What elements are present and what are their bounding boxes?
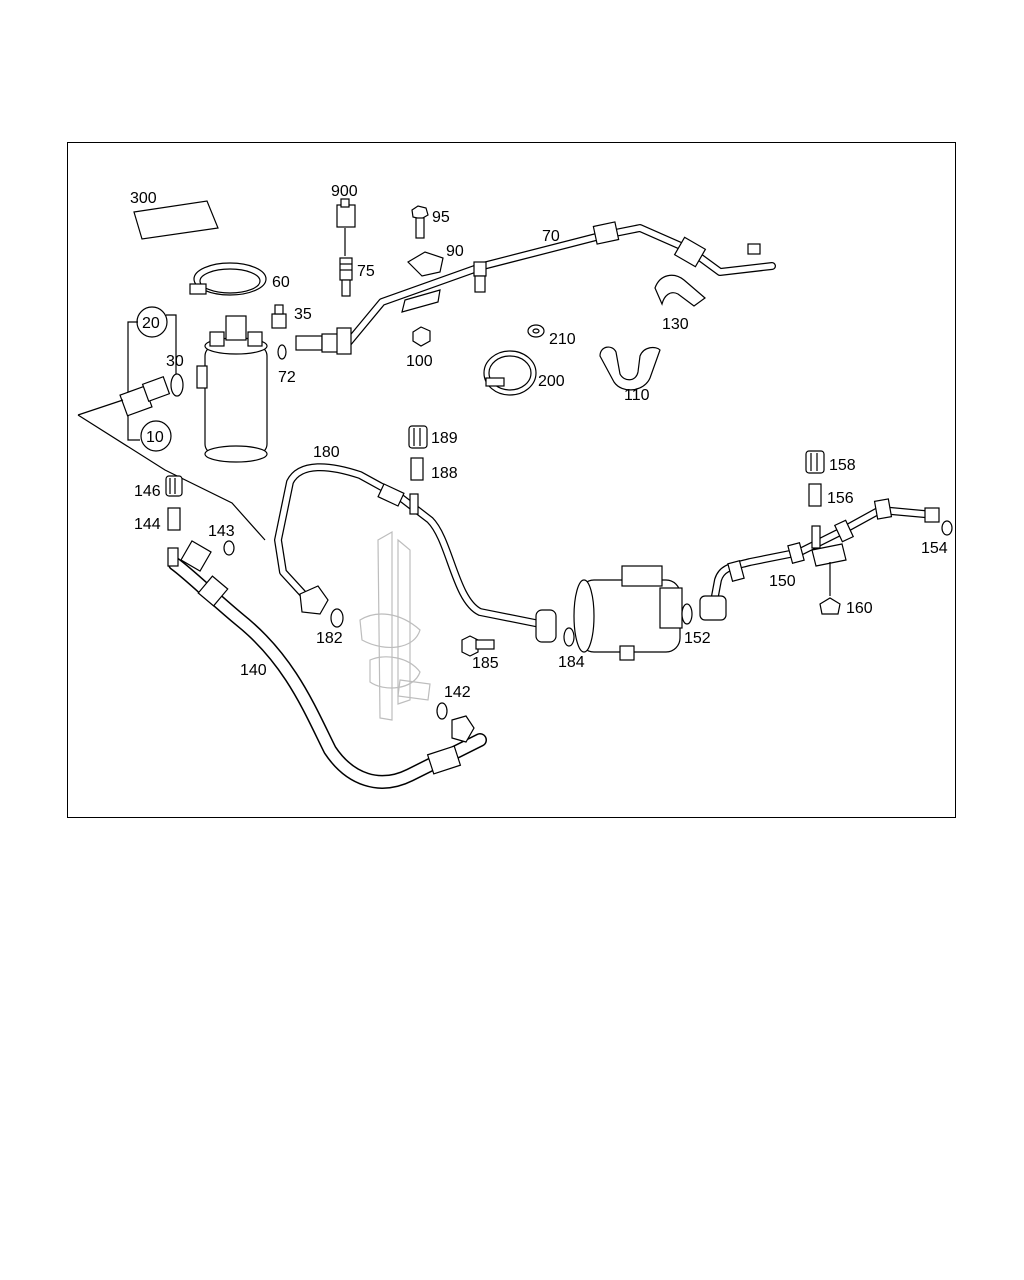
part-100-nut xyxy=(412,326,431,347)
part-300-label-card xyxy=(133,200,219,240)
part-142-seal xyxy=(436,702,448,720)
callout-156: 156 xyxy=(827,490,854,507)
callout-72: 72 xyxy=(278,369,296,386)
callout-185: 185 xyxy=(472,655,499,672)
part-110-clip xyxy=(599,346,661,391)
callout-35: 35 xyxy=(294,306,312,323)
part-900-connector xyxy=(336,198,356,228)
part-35-plug xyxy=(271,304,287,329)
engine-bracket-outline xyxy=(359,530,431,721)
callout-184: 184 xyxy=(558,654,585,671)
callout-146: 146 xyxy=(134,483,161,500)
callout-60: 60 xyxy=(272,274,290,291)
part-143-seal xyxy=(223,540,235,556)
receiver-drier xyxy=(196,315,268,463)
part-150-pipe xyxy=(699,498,940,621)
callout-150: 150 xyxy=(769,573,796,590)
callout-30: 30 xyxy=(166,353,184,370)
part-182-seal xyxy=(330,608,344,628)
part-10-valve xyxy=(119,376,171,417)
callout-180: 180 xyxy=(313,444,340,461)
callout-95: 95 xyxy=(432,209,450,226)
part-188-valve xyxy=(410,457,424,481)
part-184-seal xyxy=(563,627,575,647)
part-210-grommet xyxy=(527,324,545,338)
callout-143: 143 xyxy=(208,523,235,540)
part-152-seal xyxy=(681,603,693,625)
part-30-seal xyxy=(170,373,184,397)
part-140-hose xyxy=(167,540,487,789)
callout-90: 90 xyxy=(446,243,464,260)
callout-110: 110 xyxy=(624,387,650,404)
part-75-pressure-switch xyxy=(339,257,353,297)
callout-75: 75 xyxy=(357,263,375,280)
callout-188: 188 xyxy=(431,465,458,482)
callout-182: 182 xyxy=(316,630,343,647)
part-60-strap xyxy=(189,262,267,296)
callout-labels: 300 900 95 70 90 75 60 35 20 30 72 100 2… xyxy=(130,183,948,701)
callout-154: 154 xyxy=(921,540,948,557)
callout-130: 130 xyxy=(662,316,689,333)
callout-140: 140 xyxy=(240,662,267,679)
part-160-nut xyxy=(819,597,841,615)
callout-70: 70 xyxy=(542,228,560,245)
part-158-cap xyxy=(805,450,825,474)
part-130-clip xyxy=(654,274,706,307)
callout-300: 300 xyxy=(130,190,157,207)
part-189-cap xyxy=(408,425,428,449)
part-146-cap xyxy=(165,475,183,497)
part-144-valve xyxy=(167,507,181,531)
callout-158: 158 xyxy=(829,457,856,474)
callout-189: 189 xyxy=(431,430,458,447)
part-154-seal xyxy=(941,520,953,536)
callout-200: 200 xyxy=(538,373,565,390)
callout-10: 10 xyxy=(146,429,164,446)
part-200-clamp xyxy=(483,350,537,396)
part-10-badge xyxy=(140,420,172,452)
part-95-bolt xyxy=(411,205,429,239)
part-185-bolt xyxy=(461,635,495,657)
callout-152: 152 xyxy=(684,630,711,647)
callout-20: 20 xyxy=(142,315,160,332)
callout-210: 210 xyxy=(549,331,576,348)
callout-144: 144 xyxy=(134,516,161,533)
part-72-fitting xyxy=(277,327,352,360)
part-156-valve xyxy=(808,483,822,507)
part-90-clamp xyxy=(407,251,444,277)
callout-142: 142 xyxy=(444,684,471,701)
callout-160: 160 xyxy=(846,600,873,617)
part-70-pipe xyxy=(344,221,776,347)
callout-900: 900 xyxy=(331,183,358,200)
ac-compressor xyxy=(573,565,683,661)
part-180-pipe xyxy=(274,463,557,643)
callout-100: 100 xyxy=(406,353,433,370)
